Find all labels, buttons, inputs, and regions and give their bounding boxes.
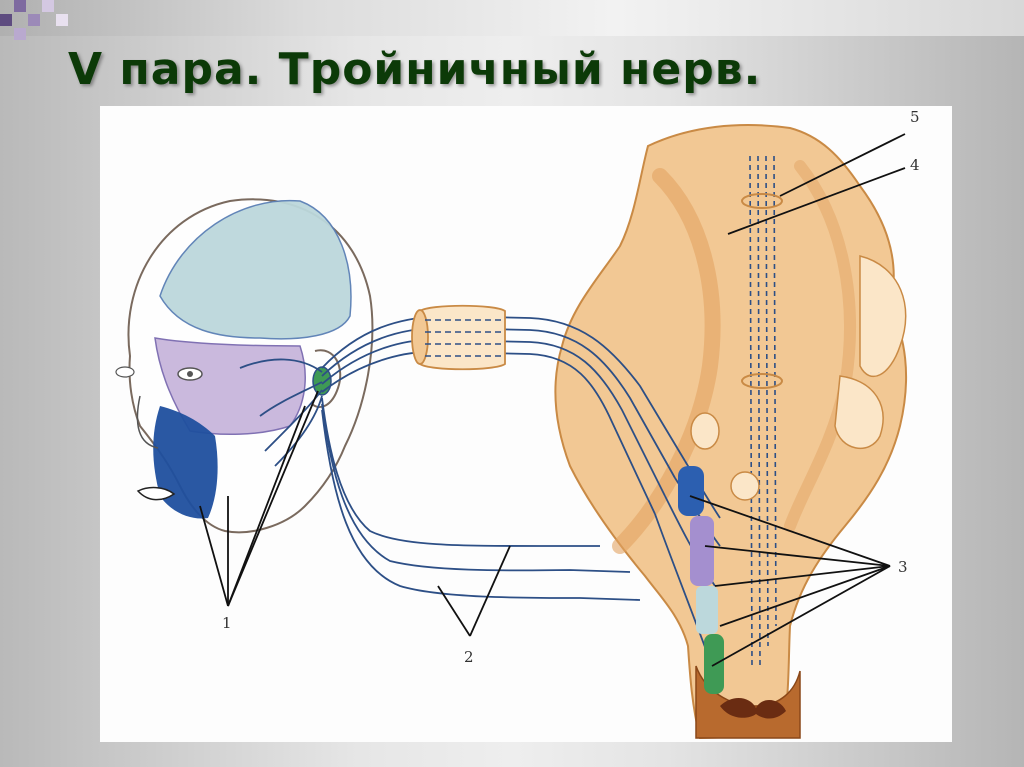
label-1: 1 [222, 614, 232, 632]
neuron-bodies [690, 412, 760, 501]
pupil [187, 371, 193, 377]
tract-ring [741, 373, 783, 389]
label-4: 4 [910, 156, 920, 174]
spinal-cord-grey-matter [720, 697, 786, 719]
slide-top-bar [0, 0, 1024, 36]
corner-decoration [0, 0, 90, 60]
trigeminal-nerve-diagram: 1 2 3 4 5 [100, 106, 952, 742]
decor-square [56, 14, 68, 26]
label-2: 2 [464, 648, 474, 666]
brainstem-illustration [554, 124, 908, 740]
ear [311, 349, 342, 408]
brainstem-ridge [612, 168, 721, 554]
nose [136, 395, 159, 449]
slide-title: V пара. Тройничный нерв. [68, 44, 762, 95]
cerebellar-peduncle [859, 255, 907, 378]
ophthalmic-zone [159, 199, 352, 340]
decor-square [28, 14, 40, 26]
decor-square [42, 0, 54, 12]
tract-ring [741, 193, 783, 209]
mouth [136, 486, 176, 501]
diagram-canvas: 1 2 3 4 5 [115, 108, 920, 740]
head-illustration [115, 198, 374, 534]
decor-square [14, 28, 26, 40]
label-pointer-lines [199, 133, 906, 667]
nerve-root-cylinder [411, 304, 506, 371]
decor-square [14, 0, 26, 12]
label-5: 5 [910, 108, 920, 126]
cerebellar-peduncle [834, 375, 884, 450]
decor-square [0, 14, 12, 26]
brainstem-outline [554, 124, 908, 740]
label-3: 3 [898, 558, 908, 576]
eye [115, 366, 135, 378]
